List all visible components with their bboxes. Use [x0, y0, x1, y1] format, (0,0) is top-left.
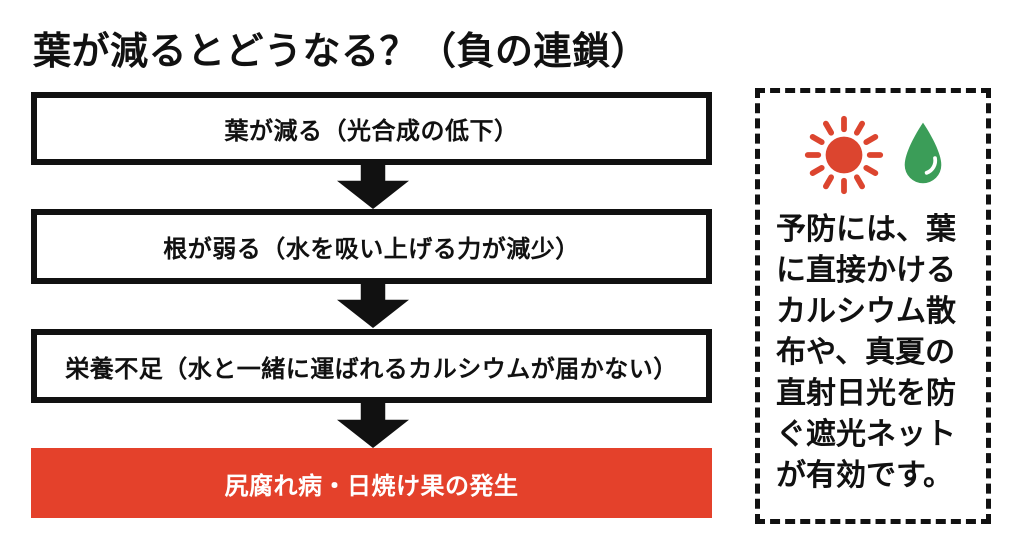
page-title: 葉が減るとどうなる？（負の連鎖）: [33, 31, 650, 73]
down-arrow-icon: [337, 401, 409, 448]
sun-icon: [802, 113, 886, 202]
prevention-panel: 予防には、葉に直接かけるカルシウム散布や、真夏の直射日光を防ぐ遮光ネットが有効で…: [755, 88, 991, 524]
prevention-panel-icons: [776, 115, 972, 199]
down-arrow-icon: [337, 162, 409, 209]
water-drop-icon: [900, 121, 946, 193]
flow-step-nutrient-deficiency: 栄養不足（水と一緒に運ばれるカルシウムが届かない）: [31, 329, 712, 403]
flow-step-label: 尻腐れ病・日焼け果の発生: [224, 472, 519, 500]
flow-step-label: 葉が減る（光合成の低下）: [224, 118, 519, 145]
prevention-text: 予防には、葉に直接かけるカルシウム散布や、真夏の直射日光を防ぐ遮光ネットが有効で…: [776, 213, 956, 492]
flow-step-disease-outcome: 尻腐れ病・日焼け果の発生: [31, 448, 712, 518]
down-arrow-icon: [337, 281, 409, 328]
flow-step-roots-weaken: 根が弱る（水を吸い上げる力が減少）: [31, 209, 712, 284]
flow-step-label: 栄養不足（水と一緒に運ばれるカルシウムが届かない）: [65, 355, 678, 383]
flow-step-label: 根が弱る（水を吸い上げる力が減少）: [163, 236, 580, 263]
flow-step-leaves-decrease: 葉が減る（光合成の低下）: [31, 92, 712, 165]
